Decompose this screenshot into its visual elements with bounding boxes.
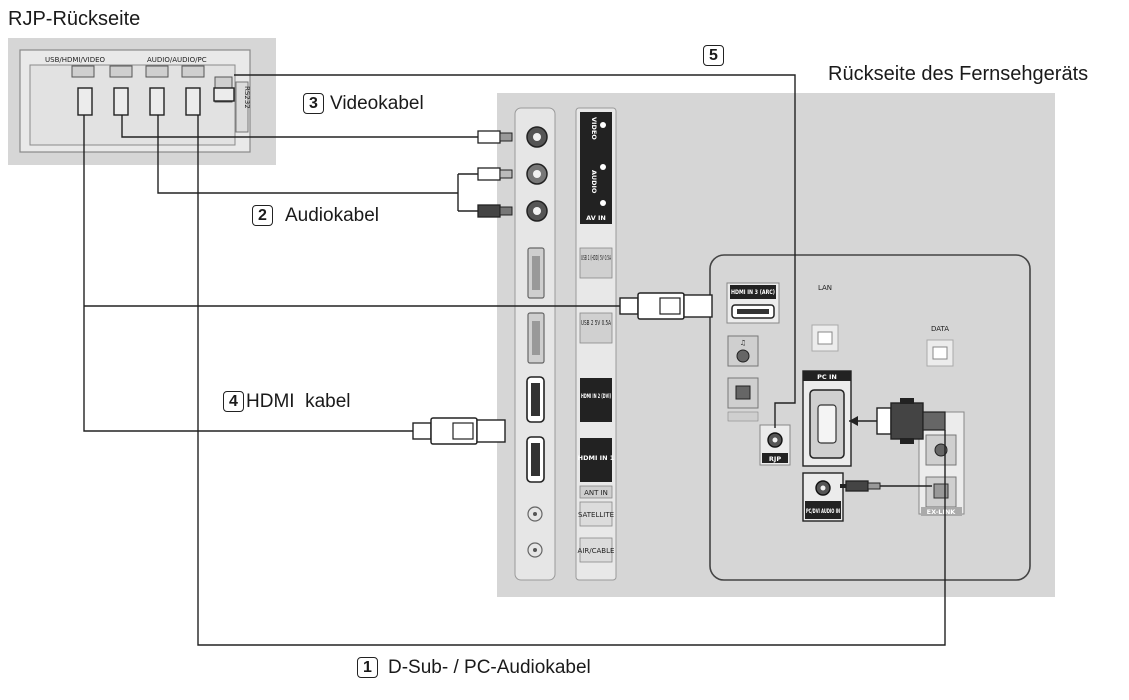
- cable-2-branches: [458, 173, 478, 212]
- hdmi-plugs: [412, 292, 713, 445]
- tv-hdmi1-label: HDMI IN 1: [578, 454, 615, 462]
- dsub-plug-assembly: [840, 398, 946, 492]
- rjp-panel-recess: [29, 64, 236, 146]
- rjp-plug-audio: [149, 87, 165, 116]
- rjp-port-3: [145, 65, 169, 78]
- dsub-plug: [876, 407, 892, 435]
- rjp-device: USB/HDMI/VIDEO AUDIO/AUDIO/PC RS232: [8, 38, 276, 165]
- cable-3-label: 3 Videokabel: [303, 93, 424, 115]
- cable-1-number: 1: [357, 657, 378, 678]
- video-plug: [477, 130, 501, 144]
- hdmi-plug-2: [412, 422, 432, 440]
- audio-l-plug: [477, 167, 501, 181]
- cable-4-line: [83, 115, 413, 432]
- cable-lines: [83, 74, 946, 646]
- cable-5-line: [234, 74, 796, 428]
- tv-usb1-label: USB 1 (HDD) 5V 0.5A: [581, 254, 611, 262]
- tv-av-dot-icon: [600, 164, 606, 170]
- hdmi-plug-arc: [619, 297, 639, 315]
- rjp-port-group-audio-pc: AUDIO/AUDIO/PC: [147, 56, 207, 64]
- cable-1-label: 1 D-Sub- / PC-Audiokabel: [357, 657, 591, 679]
- cable-3-line: [121, 115, 478, 138]
- audio-r-plug: [477, 204, 501, 218]
- cable-5-label: 5: [703, 45, 730, 67]
- tv-rjp-label: RJP: [769, 455, 781, 463]
- rjp-plug-pc: [185, 87, 201, 116]
- cable-2-text: Audiokabel: [285, 205, 380, 226]
- rjp-plug-video: [113, 87, 129, 116]
- rjp-rear-label: RJP-Rückseite: [8, 8, 141, 30]
- tv-optical-label-box: [727, 411, 759, 422]
- rjp-port-group-usb-hdmi-video: USB/HDMI/VIDEO: [45, 56, 106, 64]
- tv-av-in-block: [580, 112, 612, 224]
- cable-5-number: 5: [703, 45, 724, 66]
- tv-data-port: [926, 339, 954, 367]
- cable-1-text: D-Sub- / PC-Audiokabel: [388, 657, 591, 678]
- tv-hdmi3-label: HDMI IN 3 (ARC): [731, 288, 775, 296]
- headphone-icon: ♫: [740, 339, 746, 347]
- cable-1-line: [197, 115, 946, 646]
- cable-4-number: 4: [223, 391, 244, 412]
- dsub-arrow-icon: [849, 416, 858, 426]
- rjp-serial-label-box: [235, 81, 249, 133]
- tv-audio-label: AUDIO: [590, 170, 598, 194]
- cable-2-label: 2 Audiokabel: [252, 205, 379, 227]
- tv-av-dot-icon: [600, 200, 606, 206]
- cable-4-text: HDMI kabel: [246, 391, 351, 412]
- tv-hdmi2-label-box: [580, 378, 612, 422]
- cable-3-text: Videokabel: [330, 93, 424, 114]
- tv-usb2-label-box: [579, 312, 613, 344]
- tv-av-in-label: AV IN: [586, 214, 606, 222]
- tv-usb1-label-box: [579, 247, 613, 279]
- tv-air-cable-label: AIR/CABLE: [578, 547, 615, 555]
- tv-hdmi2-label: HDMI IN 2 (DVI): [581, 392, 611, 400]
- pc-audio-plug: [845, 480, 869, 492]
- rjp-plug-hdmi: [77, 87, 93, 116]
- tv-rear-label: Rückseite des Fernsehgeräts: [828, 63, 1089, 85]
- tv-lan-label: LAN: [818, 284, 832, 292]
- tv-usb2-label: USB 2 5V 0.5A: [581, 319, 611, 327]
- tv-ant-in-label: ANT IN: [584, 489, 608, 497]
- rjp-port-2: [109, 65, 133, 78]
- cable-3-number: 3: [303, 93, 324, 114]
- tv-sat-label: SATELLITE: [578, 511, 614, 519]
- rca-plugs: [477, 130, 513, 218]
- cable-2-line: [157, 115, 458, 194]
- rjp-serial-label: RS232: [243, 86, 251, 109]
- rjp-port-1: [71, 65, 95, 78]
- cable-2-number: 2: [252, 205, 273, 226]
- rjp-port-4: [181, 65, 205, 78]
- tv-ex-link-label: EX-LINK: [927, 508, 957, 516]
- tv-video-label: VIDEO: [590, 117, 598, 140]
- tv-device: VIDEO AUDIO AV IN USB 1 (HDD) 5V 0.5A US…: [497, 93, 1055, 597]
- rjp-plug-serial: [213, 87, 235, 102]
- tv-hdmi1-label-box: [580, 438, 612, 482]
- tv-av-dot-icon: [600, 122, 606, 128]
- tv-pc-in-label: PC IN: [817, 373, 837, 381]
- tv-data-label: DATA: [931, 325, 949, 333]
- tv-pc-audio-label: PC/DVI AUDIO IN: [806, 507, 840, 515]
